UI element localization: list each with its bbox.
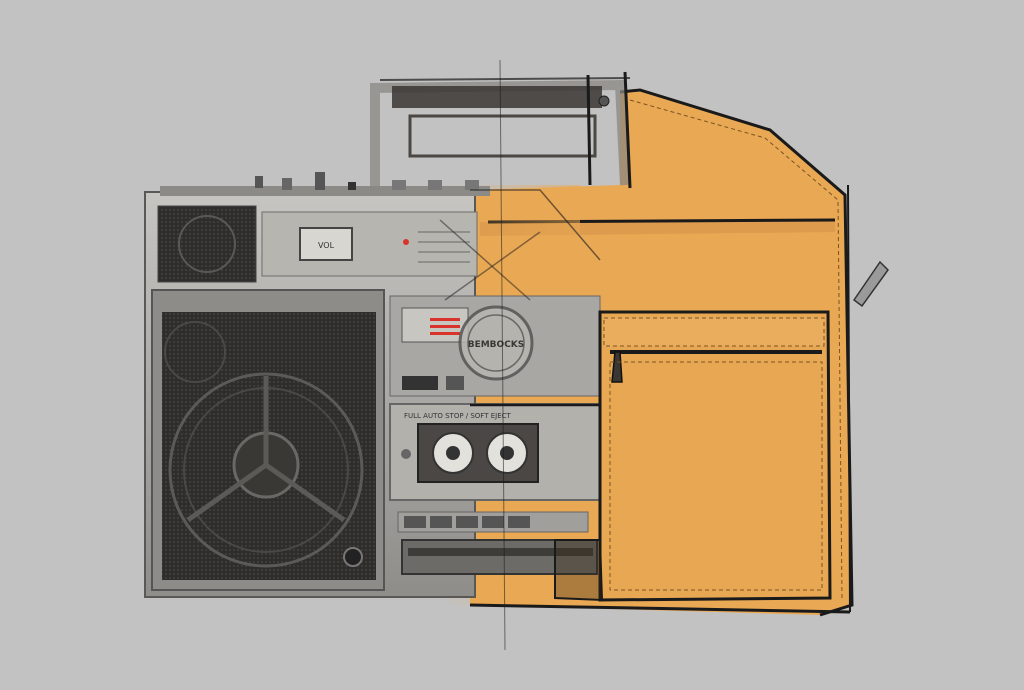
speaker-screw-icon — [343, 547, 363, 567]
bag-clip — [852, 260, 889, 308]
boombox-top-rail — [160, 186, 490, 196]
bag-outline — [619, 88, 854, 617]
tuning-meter — [299, 227, 353, 261]
deck-knob — [401, 449, 411, 459]
cassette-label: FULL AUTO STOP / SOFT EJECT — [404, 412, 512, 420]
zipper-pull-icon — [611, 351, 623, 383]
bag-side-line — [847, 184, 851, 613]
tape-slot — [401, 539, 598, 575]
brand-badge-text: BEMBOCKS — [468, 340, 525, 350]
tuner-scale — [418, 231, 470, 263]
handle-opening — [408, 114, 597, 158]
sketch-strokes — [379, 59, 851, 651]
speaker-spokes — [186, 376, 346, 523]
brand-badge — [458, 305, 534, 381]
boombox: VOL BEMBOCKS — [144, 79, 630, 598]
meter-label: VOL — [318, 241, 335, 250]
bag-front-pocket — [598, 310, 832, 602]
tweeter-grille — [157, 205, 257, 283]
top-buttons — [255, 172, 479, 190]
switch-slider-2 — [446, 376, 464, 390]
handle-grip — [392, 86, 602, 108]
transport-keys — [404, 516, 530, 528]
tuner-led — [403, 239, 409, 245]
pocket-top-band — [603, 317, 825, 347]
small-speaker-ring — [164, 321, 226, 383]
tuner-panel — [261, 211, 478, 277]
led-bars — [430, 318, 460, 335]
bag-stitch — [629, 99, 843, 599]
handle-rivet — [598, 95, 610, 107]
switch-slider — [402, 376, 438, 390]
pocket-stitch — [609, 361, 823, 591]
speaker-cone-outer — [168, 372, 364, 568]
pocket-panel — [598, 310, 832, 602]
tweeter-ring — [178, 215, 236, 273]
